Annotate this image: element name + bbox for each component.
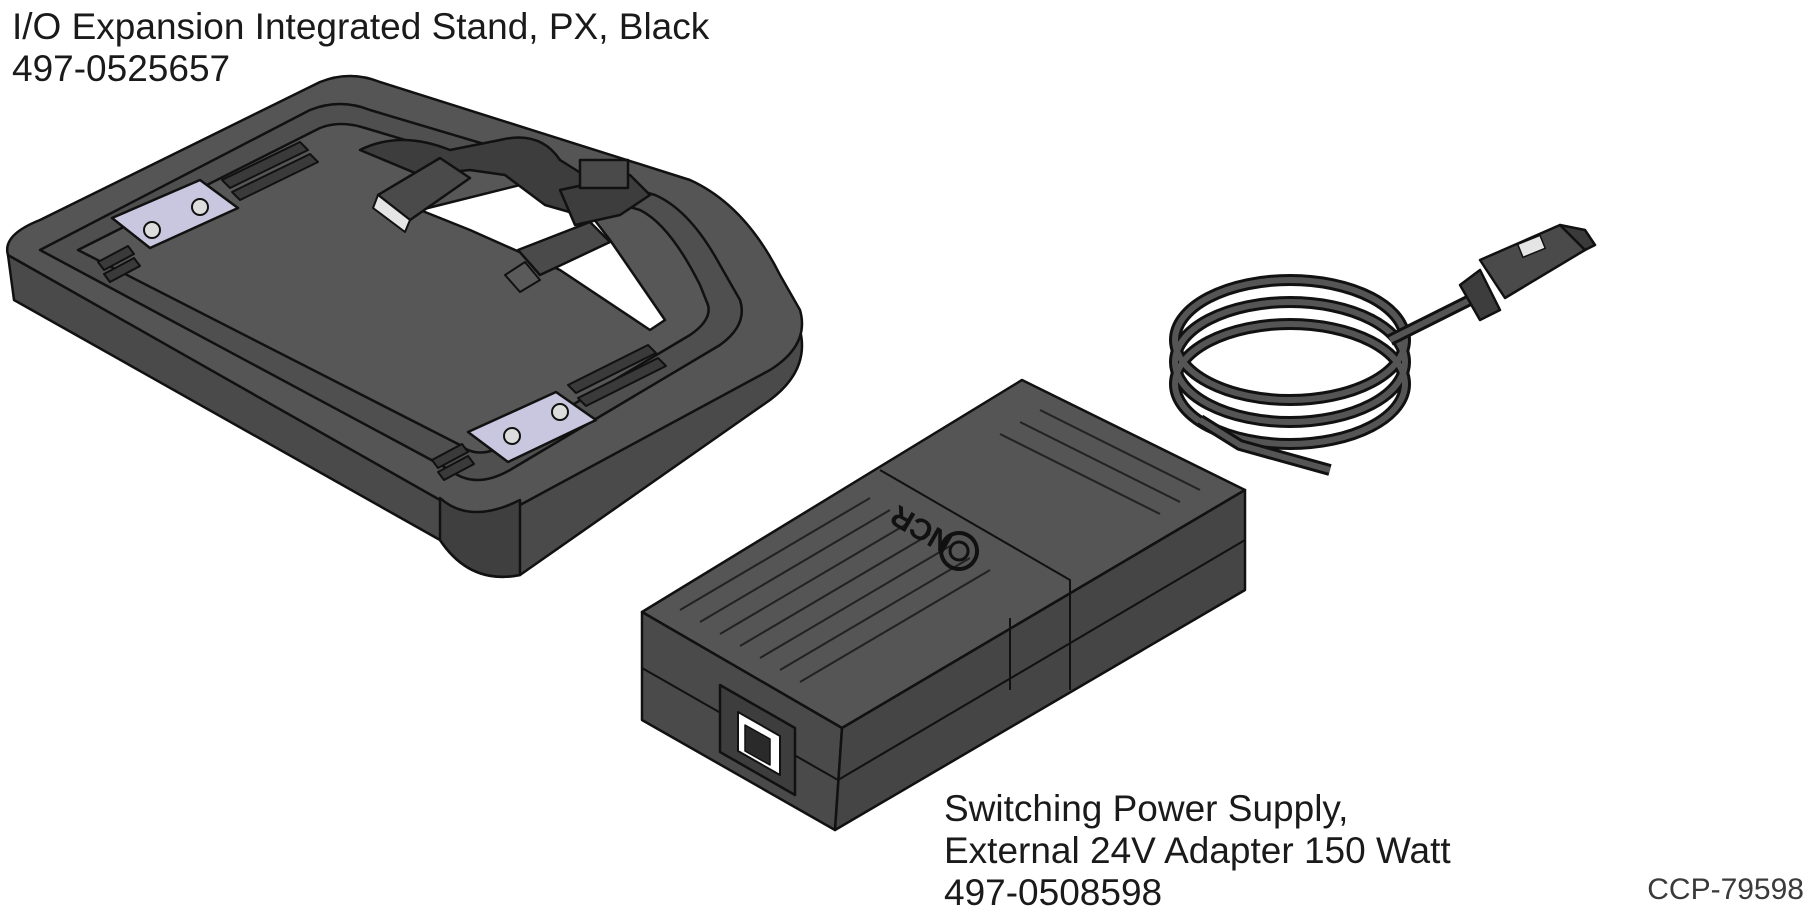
stand-name: I/O Expansion Integrated Stand, PX, Blac… xyxy=(12,6,710,47)
power-supply: NCR xyxy=(640,223,1597,832)
stand-front-corner xyxy=(438,496,522,579)
psu-name-line2: External 24V Adapter 150 Watt xyxy=(944,830,1451,871)
stand-part-number: 497-0525657 xyxy=(12,48,231,89)
psu-name-line1: Switching Power Supply, xyxy=(944,788,1349,829)
usb-connector xyxy=(372,156,472,233)
stand-label: I/O Expansion Integrated Stand, PX, Blac… xyxy=(12,6,709,90)
io-expansion-stand xyxy=(5,74,804,579)
psu-part-number: 497-0508598 xyxy=(944,872,1163,913)
psu-label: Switching Power Supply, External 24V Ada… xyxy=(944,788,1451,914)
mounting-plate-left xyxy=(110,178,240,250)
dc-cable-coil-inner xyxy=(1172,277,1408,447)
figure-id: CCP-79598 xyxy=(1647,873,1804,906)
ac-inlet xyxy=(718,683,797,797)
din-connector xyxy=(1458,223,1597,322)
dc-barrel-connector xyxy=(504,220,612,293)
mounting-plate-right xyxy=(466,390,598,464)
psu-ribs xyxy=(679,409,1201,683)
stand-cables xyxy=(358,136,652,227)
stand-slots xyxy=(97,141,667,481)
